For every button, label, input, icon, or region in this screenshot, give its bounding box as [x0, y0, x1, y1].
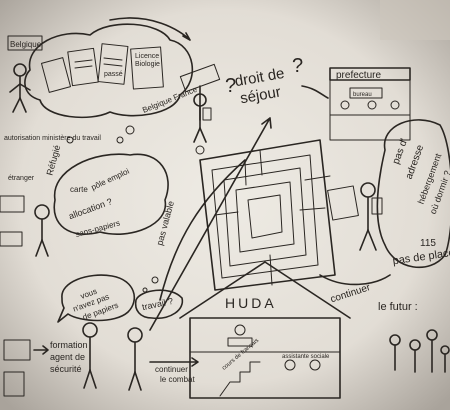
autorisation-text: autorisation ministère du travail	[4, 135, 101, 142]
svg-text:sécurité: sécurité	[50, 364, 82, 374]
svg-text:continuer: continuer	[155, 365, 188, 374]
droit-de-sejour: droit de séjour ? ?	[225, 55, 303, 107]
thought-dots	[66, 125, 205, 293]
biologie-text: Biologie	[135, 61, 160, 68]
arrow-from-maze	[159, 159, 246, 301]
formation-block: formation agent de sécurité	[3, 339, 88, 397]
passe-text: passé	[104, 71, 123, 78]
arrow-continuer	[319, 274, 391, 286]
arrow-to-droit	[149, 117, 272, 331]
wall-strip	[380, 0, 450, 40]
svg-text:?: ?	[292, 55, 303, 77]
person-left	[0, 195, 50, 257]
top-arrow	[109, 17, 191, 41]
continuer-combat: continuer le combat	[149, 357, 199, 384]
belgique-sign: Belgique	[7, 35, 43, 51]
svg-text:formation: formation	[50, 340, 88, 350]
etranger-text: étranger	[8, 175, 35, 182]
svg-text:assistante sociale: assistante sociale	[282, 354, 330, 360]
svg-text:?: ?	[225, 75, 236, 97]
svg-text:115: 115	[420, 238, 436, 249]
svg-text:le futur :: le futur :	[378, 301, 418, 313]
svg-text:prefecture: prefecture	[336, 70, 381, 81]
svg-text:carte: carte	[70, 185, 88, 194]
svg-text:le combat: le combat	[160, 375, 195, 384]
svg-text:bureau: bureau	[353, 92, 372, 98]
prefecture-building: prefecture bureau	[301, 67, 411, 141]
svg-text:agent de: agent de	[50, 352, 85, 362]
svg-text:séjour: séjour	[239, 83, 282, 107]
svg-text:HUDA: HUDA	[225, 295, 277, 311]
le-futur: le futur :	[378, 301, 450, 373]
licence-text: Licence	[135, 53, 159, 60]
maze	[199, 139, 336, 291]
svg-text:Belgique: Belgique	[10, 40, 42, 49]
documents-cloud: Licence Biologie passé	[24, 23, 194, 119]
person-phone	[327, 182, 383, 251]
papiers-bubble: vous n'avez pas de papiers	[57, 274, 136, 323]
people-center	[82, 322, 143, 391]
person-top-left	[9, 63, 31, 113]
